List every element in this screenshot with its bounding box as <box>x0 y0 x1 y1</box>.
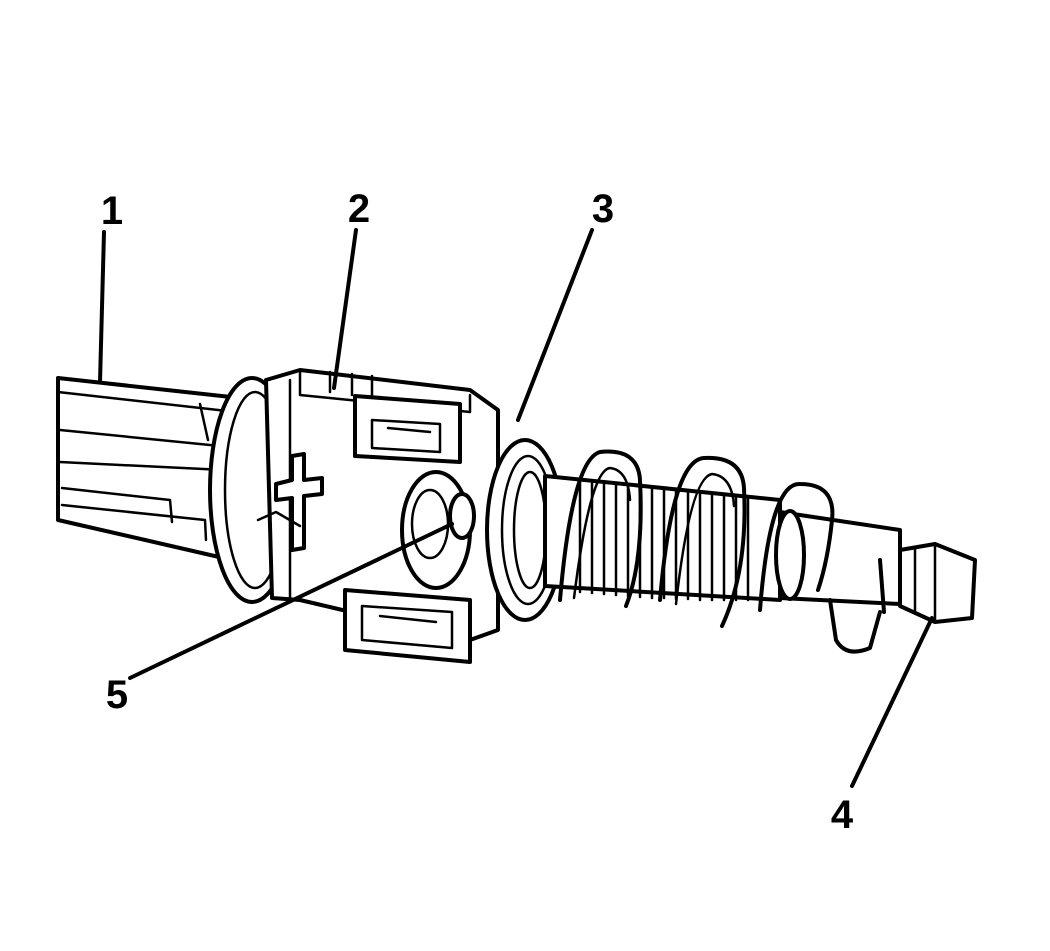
callout-4: 4 <box>831 793 854 837</box>
coil-spring <box>558 449 835 628</box>
callout-3: 3 <box>592 187 614 231</box>
leader-line-4 <box>850 616 934 788</box>
connector-housing <box>208 368 500 664</box>
leader-line-5 <box>128 522 454 680</box>
callout-1: 1 <box>101 189 123 233</box>
callout-2: 2 <box>348 187 370 231</box>
callout-5: 5 <box>106 673 128 717</box>
plunger-shaft <box>543 474 977 654</box>
leader-line-1 <box>98 230 106 384</box>
shaft-threads <box>578 478 750 602</box>
leader-line-3 <box>516 228 594 422</box>
leader-line-2 <box>332 228 358 390</box>
detent-pin <box>448 492 476 540</box>
